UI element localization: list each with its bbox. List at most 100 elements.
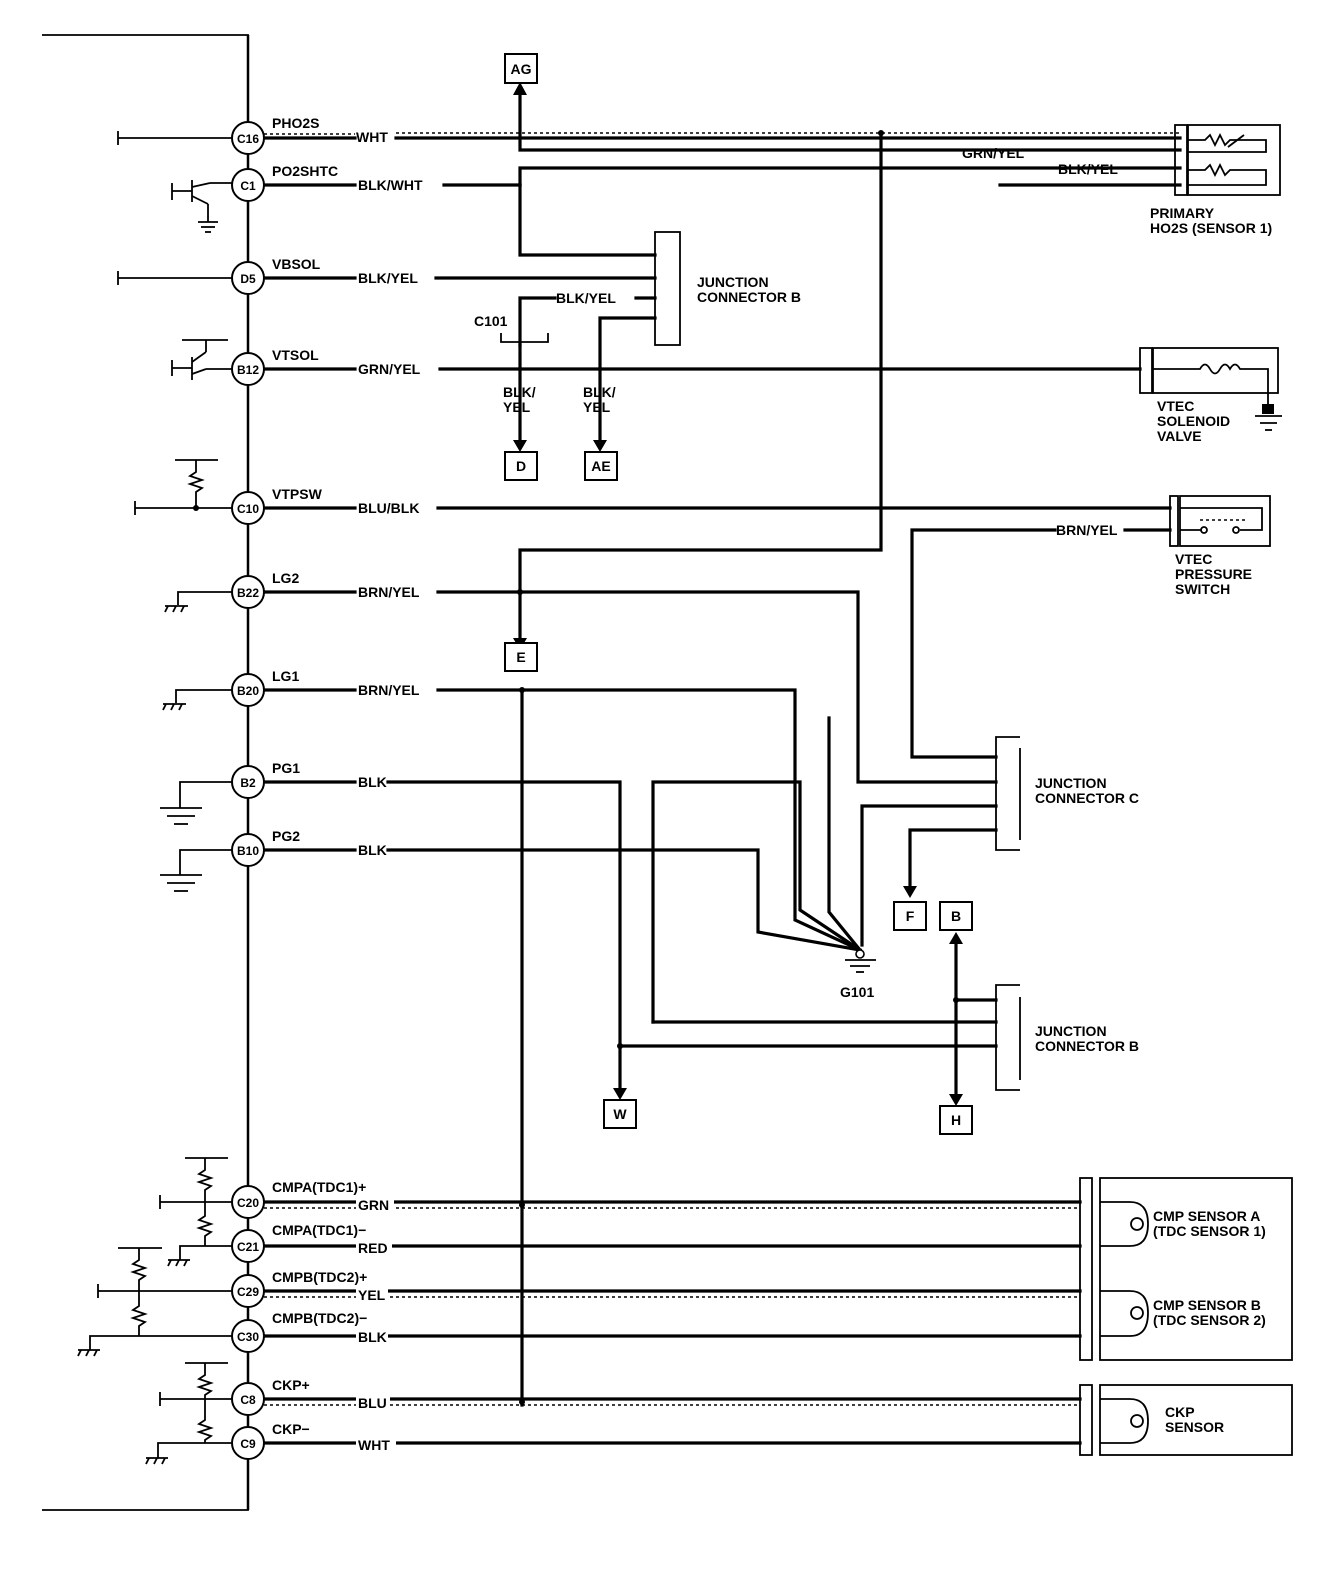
- signal-label: VTSOL: [272, 347, 319, 363]
- svg-text:CONNECTOR B: CONNECTOR B: [1035, 1038, 1139, 1054]
- pin-label: B10: [237, 844, 259, 858]
- signal-label: VBSOL: [272, 256, 321, 272]
- svg-text:SENSOR: SENSOR: [1165, 1419, 1224, 1435]
- offpage-d: D: [504, 451, 538, 481]
- row-c21: C21 CMPA(TDC1)− RED: [231, 1222, 1082, 1263]
- junction-connector-b-bottom: JUNCTION CONNECTOR B: [995, 984, 1139, 1091]
- junction-connector-c: JUNCTION CONNECTOR C: [995, 736, 1139, 851]
- row-c9: C9 CKP− WHT: [231, 1421, 1082, 1460]
- pin-label: B22: [237, 586, 259, 600]
- ecm-outline: [42, 34, 249, 1511]
- wire-color-label: WHT: [356, 129, 388, 145]
- svg-text:JUNCTION: JUNCTION: [1035, 775, 1107, 791]
- row-b20: B20 LG1 BRN/YEL: [162, 668, 863, 953]
- pin-label: C29: [237, 1285, 259, 1299]
- svg-text:E: E: [516, 649, 525, 665]
- pin-b10: [231, 833, 265, 867]
- ground-g101: G101: [840, 949, 876, 1000]
- wire-color-label: BLK/: [583, 384, 616, 400]
- wire-color-label: BLK: [358, 842, 387, 858]
- svg-text:PRESSURE: PRESSURE: [1175, 566, 1252, 582]
- wire-color-label: BRN/YEL: [1056, 522, 1118, 538]
- wire-color-label: WHT: [358, 1437, 390, 1453]
- svg-text:CKP: CKP: [1165, 1404, 1195, 1420]
- offpage-b: B: [939, 901, 973, 931]
- row-c16: C16 PHO2S WHT: [117, 115, 1182, 155]
- pin-label: B12: [237, 363, 259, 377]
- pin-label: C30: [237, 1330, 259, 1344]
- row-d5: D5 VBSOL BLK/YEL: [117, 256, 657, 295]
- pin-b20: [231, 673, 265, 707]
- wire-color-label: BRN/YEL: [358, 682, 420, 698]
- wire-color-label: BLK: [358, 774, 387, 790]
- row-b22: B22 LG2 BRN/YEL: [164, 570, 998, 784]
- row-b10: B10 PG2 BLK: [160, 828, 862, 952]
- svg-text:AE: AE: [591, 458, 610, 474]
- ckp-sensor: CKP SENSOR: [1079, 1384, 1293, 1456]
- svg-text:VTEC: VTEC: [1157, 398, 1194, 414]
- row-c8: C8 CKP+ BLU: [231, 1377, 1082, 1416]
- signal-label: PO2SHTC: [272, 163, 338, 179]
- wire-color-label: BRN/YEL: [358, 584, 420, 600]
- pin-b2: [231, 765, 265, 799]
- row-c10: C10 VTPSW BLU/BLK: [134, 459, 1172, 525]
- pin-c1: [231, 168, 265, 202]
- svg-text:VTEC: VTEC: [1175, 551, 1212, 567]
- svg-text:CONNECTOR C: CONNECTOR C: [1035, 790, 1139, 806]
- blk-yel-wire: [518, 166, 1182, 187]
- svg-text:D: D: [516, 458, 526, 474]
- offpage-w: W: [603, 1099, 637, 1129]
- wire-color-label: YEL: [358, 1287, 386, 1303]
- signal-label: CMPA(TDC1)+: [272, 1179, 366, 1195]
- wire-color-label: BLK/YEL: [358, 270, 418, 286]
- svg-text:(TDC SENSOR 1): (TDC SENSOR 1): [1153, 1223, 1266, 1239]
- pin-c9: [231, 1426, 265, 1460]
- pin-c8: [231, 1382, 265, 1416]
- grn-yel-wire: [518, 91, 1182, 152]
- svg-text:JUNCTION: JUNCTION: [1035, 1023, 1107, 1039]
- wire-color-label: YEL: [583, 399, 611, 415]
- pin-label: B2: [240, 776, 256, 790]
- pin-label: D5: [240, 272, 256, 286]
- offpage-e: E: [504, 642, 538, 672]
- offpage-ag: AG: [504, 53, 538, 84]
- row-c29: C29 CMPB(TDC2)+ YEL: [231, 1269, 1082, 1308]
- signal-label: PG1: [272, 760, 300, 776]
- pin-b22: [231, 575, 265, 609]
- pin-label: B20: [237, 684, 259, 698]
- pin-c16: [231, 121, 265, 155]
- vtec-pressure-switch: VTEC PRESSURE SWITCH: [1169, 495, 1271, 597]
- pin-c29: [231, 1274, 265, 1308]
- signal-label: VTPSW: [272, 486, 323, 502]
- bias-network-cmpb: [77, 1247, 232, 1357]
- wire-color-label: BLK: [358, 1329, 387, 1345]
- signal-label: CKP−: [272, 1421, 310, 1437]
- svg-text:SWITCH: SWITCH: [1175, 581, 1230, 597]
- svg-text:CONNECTOR B: CONNECTOR B: [697, 289, 801, 305]
- svg-text:C101: C101: [474, 313, 508, 329]
- row-c20: C20 CMPA(TDC1)+ GRN: [231, 1179, 1082, 1219]
- svg-text:HO2S (SENSOR 1): HO2S (SENSOR 1): [1150, 220, 1272, 236]
- wire-color-label: BLK/YEL: [556, 290, 616, 306]
- wire-color-label: BLU: [358, 1395, 387, 1411]
- row-c1: C1 PO2SHTC BLK/WHT: [171, 163, 522, 233]
- signal-label: PHO2S: [272, 115, 319, 131]
- vtec-solenoid-valve: VTEC SOLENOID VALVE: [1139, 347, 1282, 444]
- svg-text:G101: G101: [840, 984, 874, 1000]
- wire-color-label: RED: [358, 1240, 388, 1256]
- svg-text:F: F: [906, 908, 915, 924]
- pin-d5: [231, 261, 265, 295]
- offpage-ae: AE: [584, 451, 618, 481]
- pin-label: C8: [240, 1393, 256, 1407]
- bias-network-ckp: [145, 1362, 232, 1465]
- cmp-sensors: CMP SENSOR A (TDC SENSOR 1) CMP SENSOR B…: [1079, 1177, 1293, 1361]
- row-c30: C30 CMPB(TDC2)− BLK: [231, 1310, 1082, 1353]
- svg-text:PRIMARY: PRIMARY: [1150, 205, 1215, 221]
- pin-label: C1: [240, 179, 256, 193]
- svg-text:JUNCTION: JUNCTION: [697, 274, 769, 290]
- wire-color-label: YEL: [503, 399, 531, 415]
- signal-label: CMPA(TDC1)−: [272, 1222, 366, 1238]
- svg-text:W: W: [613, 1106, 627, 1122]
- wire-color-label: BLU/BLK: [358, 500, 419, 516]
